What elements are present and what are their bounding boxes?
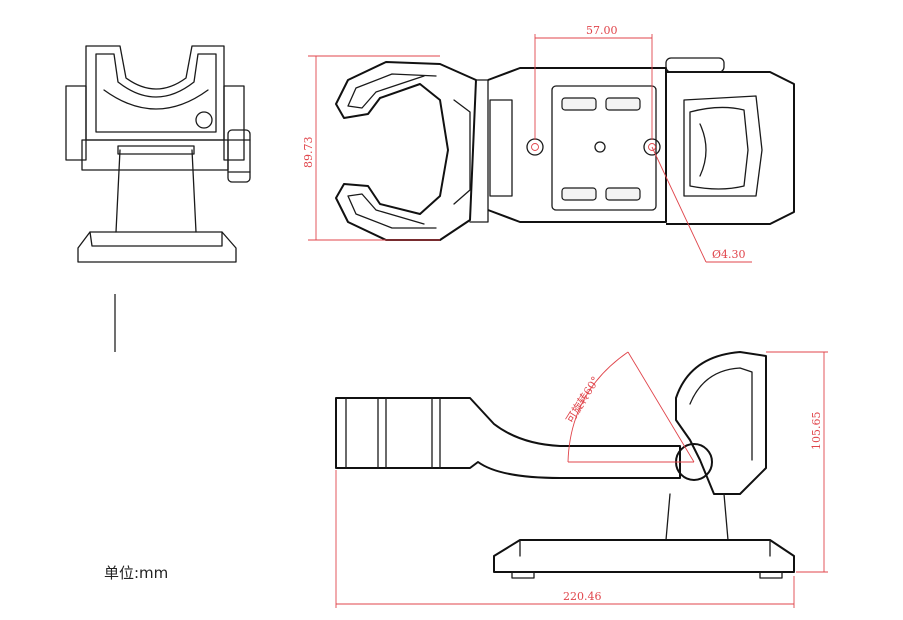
top-center-hole (594, 141, 606, 153)
top-c-clamp (335, 61, 477, 241)
dim-angle-arc (567, 351, 629, 463)
side-view (335, 351, 795, 579)
top-hole-left-center (531, 143, 539, 151)
dim-height-top: 89.73 (302, 137, 315, 169)
top-main-plate (487, 67, 667, 223)
side-base (493, 539, 795, 573)
top-cradle-inner (683, 95, 763, 197)
top-slot-hole (605, 97, 641, 111)
unit-label: 单位:mm (104, 564, 169, 582)
side-cradle-inner (689, 367, 753, 461)
top-cradle-curve (699, 123, 707, 177)
front-screw-circle (195, 111, 213, 129)
top-slot-hole (561, 187, 597, 201)
front-clamp-cradle (103, 89, 209, 110)
top-slot (489, 99, 513, 197)
dim-height-side: 105.65 (810, 412, 823, 451)
front-clamp-inner (95, 53, 217, 133)
side-base-foot (759, 571, 783, 579)
front-right-wing (223, 85, 245, 161)
top-slot-hole (605, 187, 641, 201)
front-view (65, 45, 251, 263)
front-left-wing (65, 85, 87, 161)
top-view (335, 57, 795, 241)
side-stem (665, 493, 729, 541)
front-neck-cap (117, 145, 195, 155)
top-hole-right-center (648, 143, 656, 151)
front-lower-frame (81, 139, 229, 171)
dim-hole-spacing: 57.00 (586, 24, 618, 37)
dim-angle-leg (627, 351, 695, 463)
top-arm-inner (453, 99, 471, 205)
dim-rotation-note: 可旋转60° (563, 374, 603, 426)
front-clamp-body (85, 45, 225, 141)
front-knob (227, 129, 251, 183)
top-clamp-lower-inner (347, 193, 437, 229)
side-clamp-arm (335, 397, 681, 479)
side-cradle (675, 351, 767, 495)
front-neck (115, 149, 197, 233)
dim-hole-diameter: Ø4.30 (712, 248, 746, 261)
top-view-dimensions: 57.00 89.73 Ø4.30 (302, 24, 752, 263)
dim-leader-diameter (651, 146, 707, 263)
top-clamp-upper-inner (347, 73, 437, 109)
top-hole-left (526, 138, 544, 156)
top-mount-plate (551, 85, 657, 211)
side-base-foot (511, 571, 535, 579)
top-cradle-head (666, 71, 795, 225)
front-base-plate (77, 231, 237, 263)
top-slot-hole (561, 97, 597, 111)
top-knob (665, 57, 725, 73)
top-cradle-cup (689, 106, 749, 190)
top-arm (469, 79, 489, 223)
dim-total-length: 220.46 (563, 590, 602, 603)
front-base-top (89, 231, 223, 247)
